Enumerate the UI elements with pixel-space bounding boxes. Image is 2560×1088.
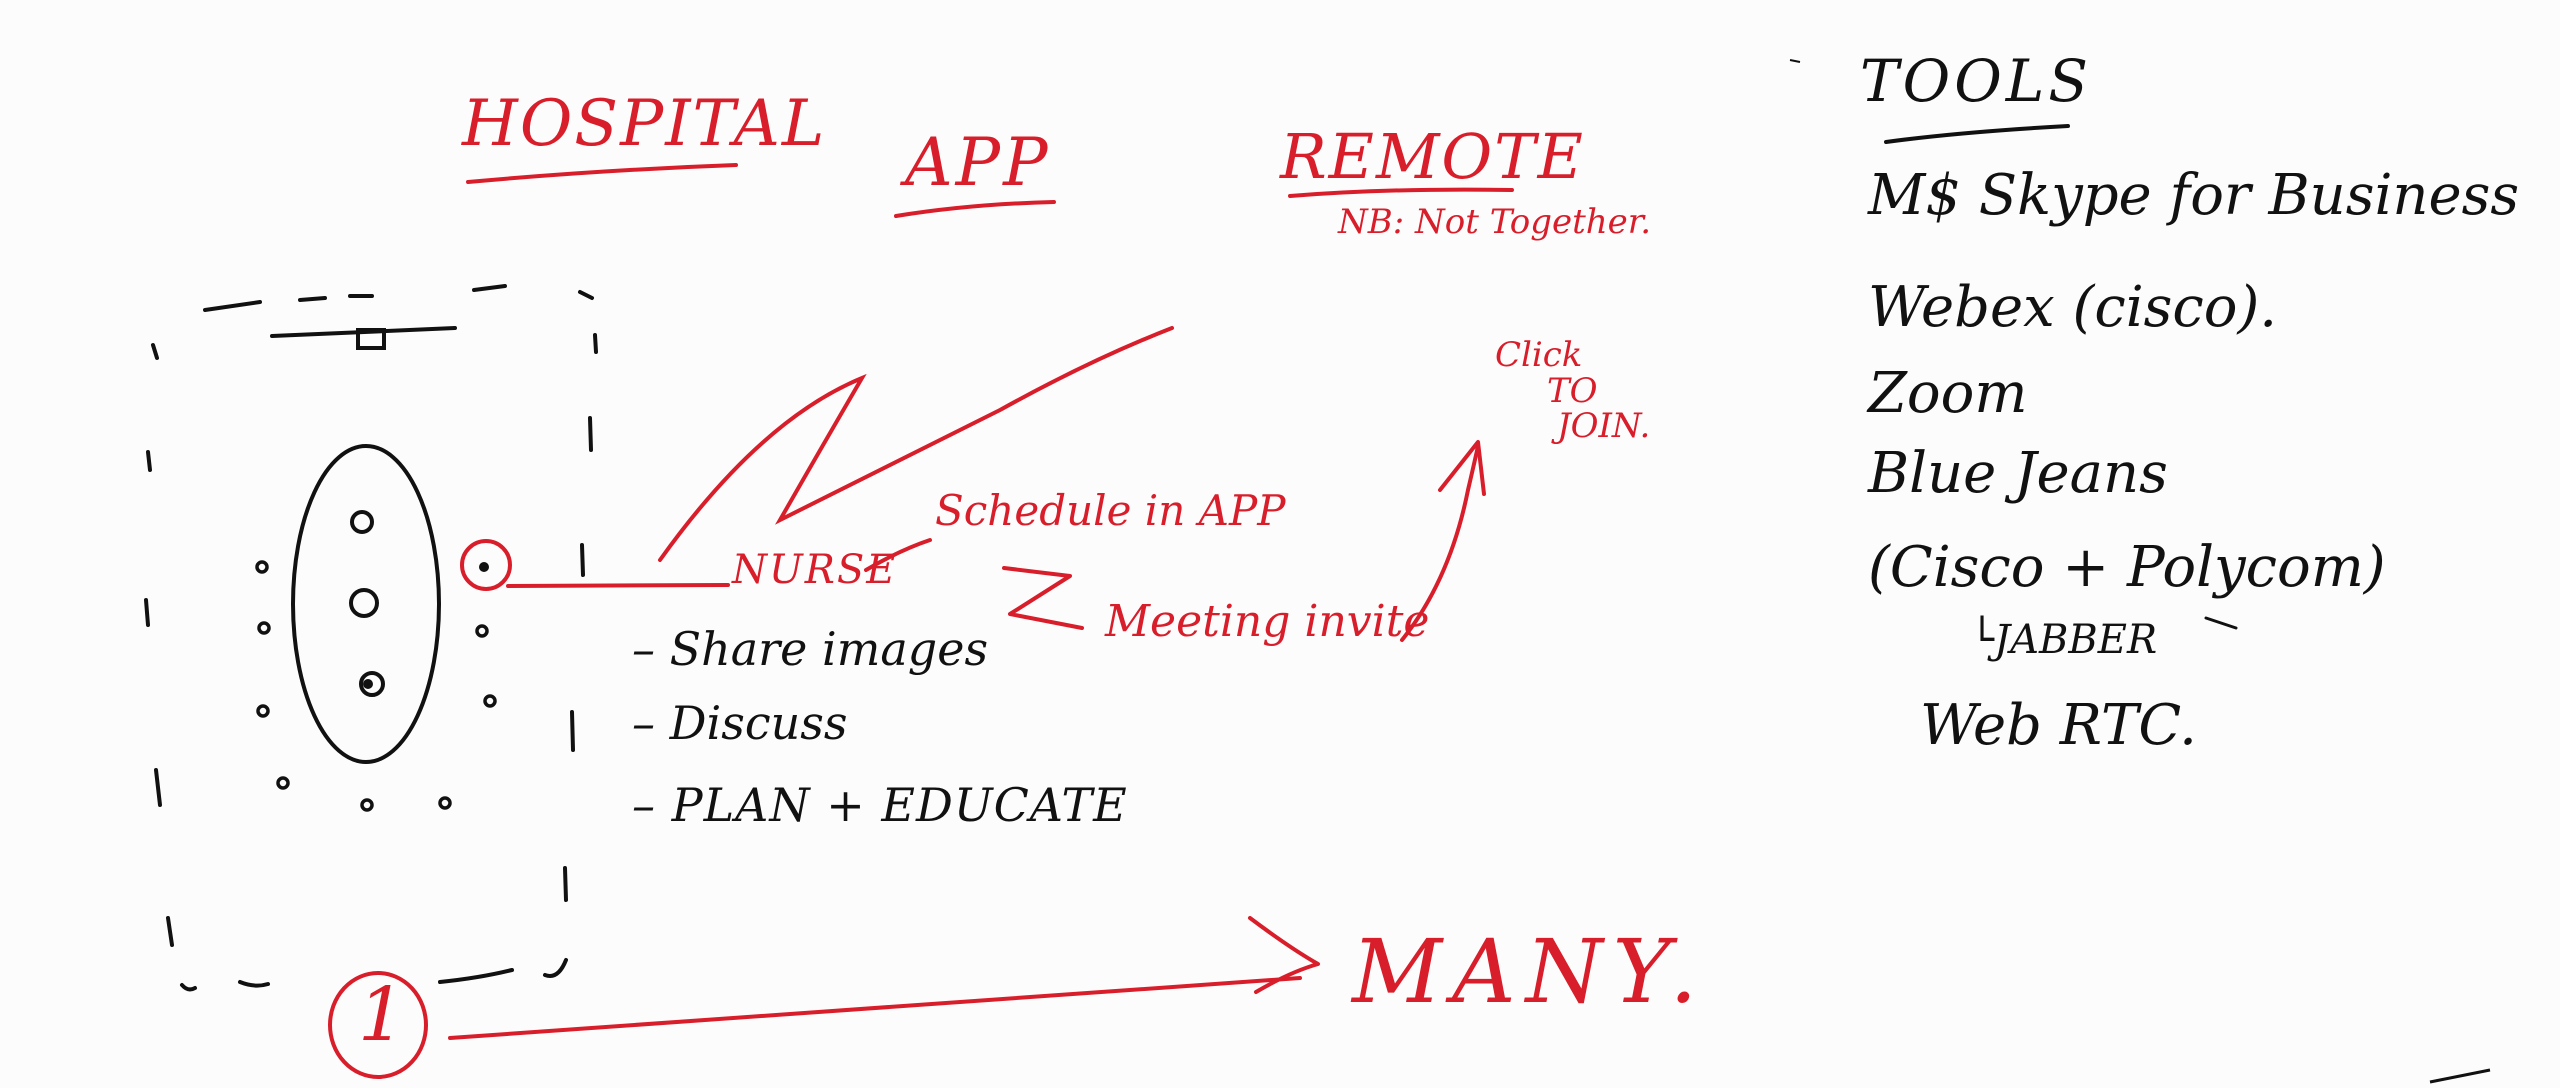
hospital-heading: HOSPITAL xyxy=(462,87,827,161)
tool-zoom: Zoom xyxy=(1868,361,2028,426)
room-outline xyxy=(144,284,598,992)
tool-webrtc: Web RTC. xyxy=(1920,693,2197,758)
click-line-1: Click xyxy=(1495,335,1583,375)
staff-markers xyxy=(255,560,497,812)
tool-jabber: └JABBER xyxy=(1970,617,2158,663)
tool-skype: M$ Skype for Business xyxy=(1868,163,2520,228)
join-arrow xyxy=(1400,444,1480,642)
join-arrow-head xyxy=(1438,440,1486,496)
one-circle xyxy=(328,971,428,1079)
tools-heading: TOOLS xyxy=(1860,47,2093,115)
app-heading: APP xyxy=(905,124,1051,201)
one-to-many-arrow xyxy=(448,976,1302,1040)
meeting-invite-label: Meeting invite xyxy=(1105,596,1430,647)
z-connector xyxy=(1002,566,1084,630)
operating-table xyxy=(291,444,441,764)
jabber-tick xyxy=(2204,616,2238,630)
app-underline xyxy=(894,200,1056,218)
one-to-many-arrowhead xyxy=(1248,916,1320,994)
tool-bluejeans: Blue Jeans xyxy=(1868,441,2168,506)
bullet-discuss: – Discuss xyxy=(632,696,848,750)
tools-underline xyxy=(1884,124,2070,144)
remote-underline xyxy=(1288,187,1514,198)
click-line-2: TO xyxy=(1547,370,1598,411)
schedule-line xyxy=(864,538,932,572)
click-line-3: JOIN. xyxy=(1557,406,1651,447)
hospital-underline xyxy=(466,163,738,184)
bullet-share-images: – Share images xyxy=(632,622,989,676)
nurse-label: NURSE xyxy=(732,547,898,593)
schedule-label: Schedule in APP xyxy=(935,486,1286,535)
tool-cisco-polycom: (Cisco + Polycom) xyxy=(1868,535,2386,600)
tool-webex: Webex (cisco). xyxy=(1868,275,2278,340)
signal-bolt xyxy=(658,326,1174,562)
many-label: MANY. xyxy=(1352,920,1708,1023)
bullet-plan-educate: – PLAN + EDUCATE xyxy=(632,778,1128,832)
click-to-join: Click TO JOIN. xyxy=(1495,335,1651,447)
one-label: 1 xyxy=(358,972,406,1058)
remote-note: NB: Not Together. xyxy=(1338,202,1652,242)
remote-heading: REMOTE xyxy=(1280,120,1585,193)
nurse-connector xyxy=(460,539,730,591)
